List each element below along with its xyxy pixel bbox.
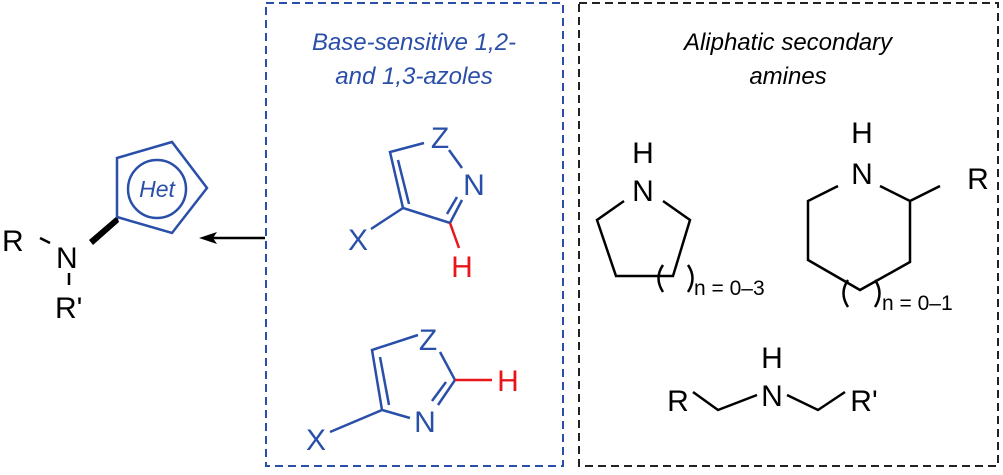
r-prime-label: R': [55, 292, 82, 325]
het-label: Het: [139, 176, 176, 202]
z-label: Z: [431, 122, 449, 155]
n-label: N: [56, 242, 78, 275]
azole-1-3-structure: Z N X H: [306, 324, 519, 457]
azole-1-2-structure: Z N X H: [348, 122, 485, 284]
azoles-title-line2: and 1,3-azoles: [335, 63, 492, 90]
piperidine-structure: H N R n = 0–1: [806, 117, 989, 315]
h-label: H: [451, 251, 473, 284]
h-label: H: [497, 365, 519, 398]
n-label: N: [761, 380, 783, 413]
n-label: N: [632, 175, 654, 208]
n-range-label: n = 0–3: [694, 277, 765, 300]
r-label: R: [967, 163, 989, 196]
heterocycle-ring: [115, 140, 209, 235]
product-structure: R N R' Het: [2, 140, 209, 325]
reaction-arrow: [199, 232, 265, 244]
cyclic-amine-structure: H N n = 0–3: [595, 137, 765, 300]
n-range-label: n = 0–1: [882, 292, 953, 315]
amines-box: [578, 2, 999, 467]
x-label: X: [348, 224, 368, 257]
bond: [39, 236, 51, 245]
wedge-bond: [89, 216, 119, 245]
het-circle: [126, 158, 188, 220]
azoles-title-line1: Base-sensitive 1,2-: [312, 29, 516, 56]
h-label: H: [851, 117, 873, 150]
n-label: N: [414, 406, 436, 439]
x-label: X: [306, 424, 326, 457]
amines-title-line2: amines: [749, 63, 826, 90]
azoles-box: [265, 2, 564, 467]
n-label: N: [463, 169, 485, 202]
r-label: R: [667, 385, 689, 418]
acyclic-amine-structure: R H N R': [667, 342, 878, 418]
amines-title-line1: Aliphatic secondary: [682, 29, 894, 56]
h-label: H: [632, 137, 654, 170]
n-label: N: [851, 158, 873, 191]
z-label: Z: [419, 324, 437, 357]
r-prime-label: R': [850, 385, 877, 418]
h-label: H: [761, 342, 783, 375]
r-label: R: [2, 225, 24, 258]
